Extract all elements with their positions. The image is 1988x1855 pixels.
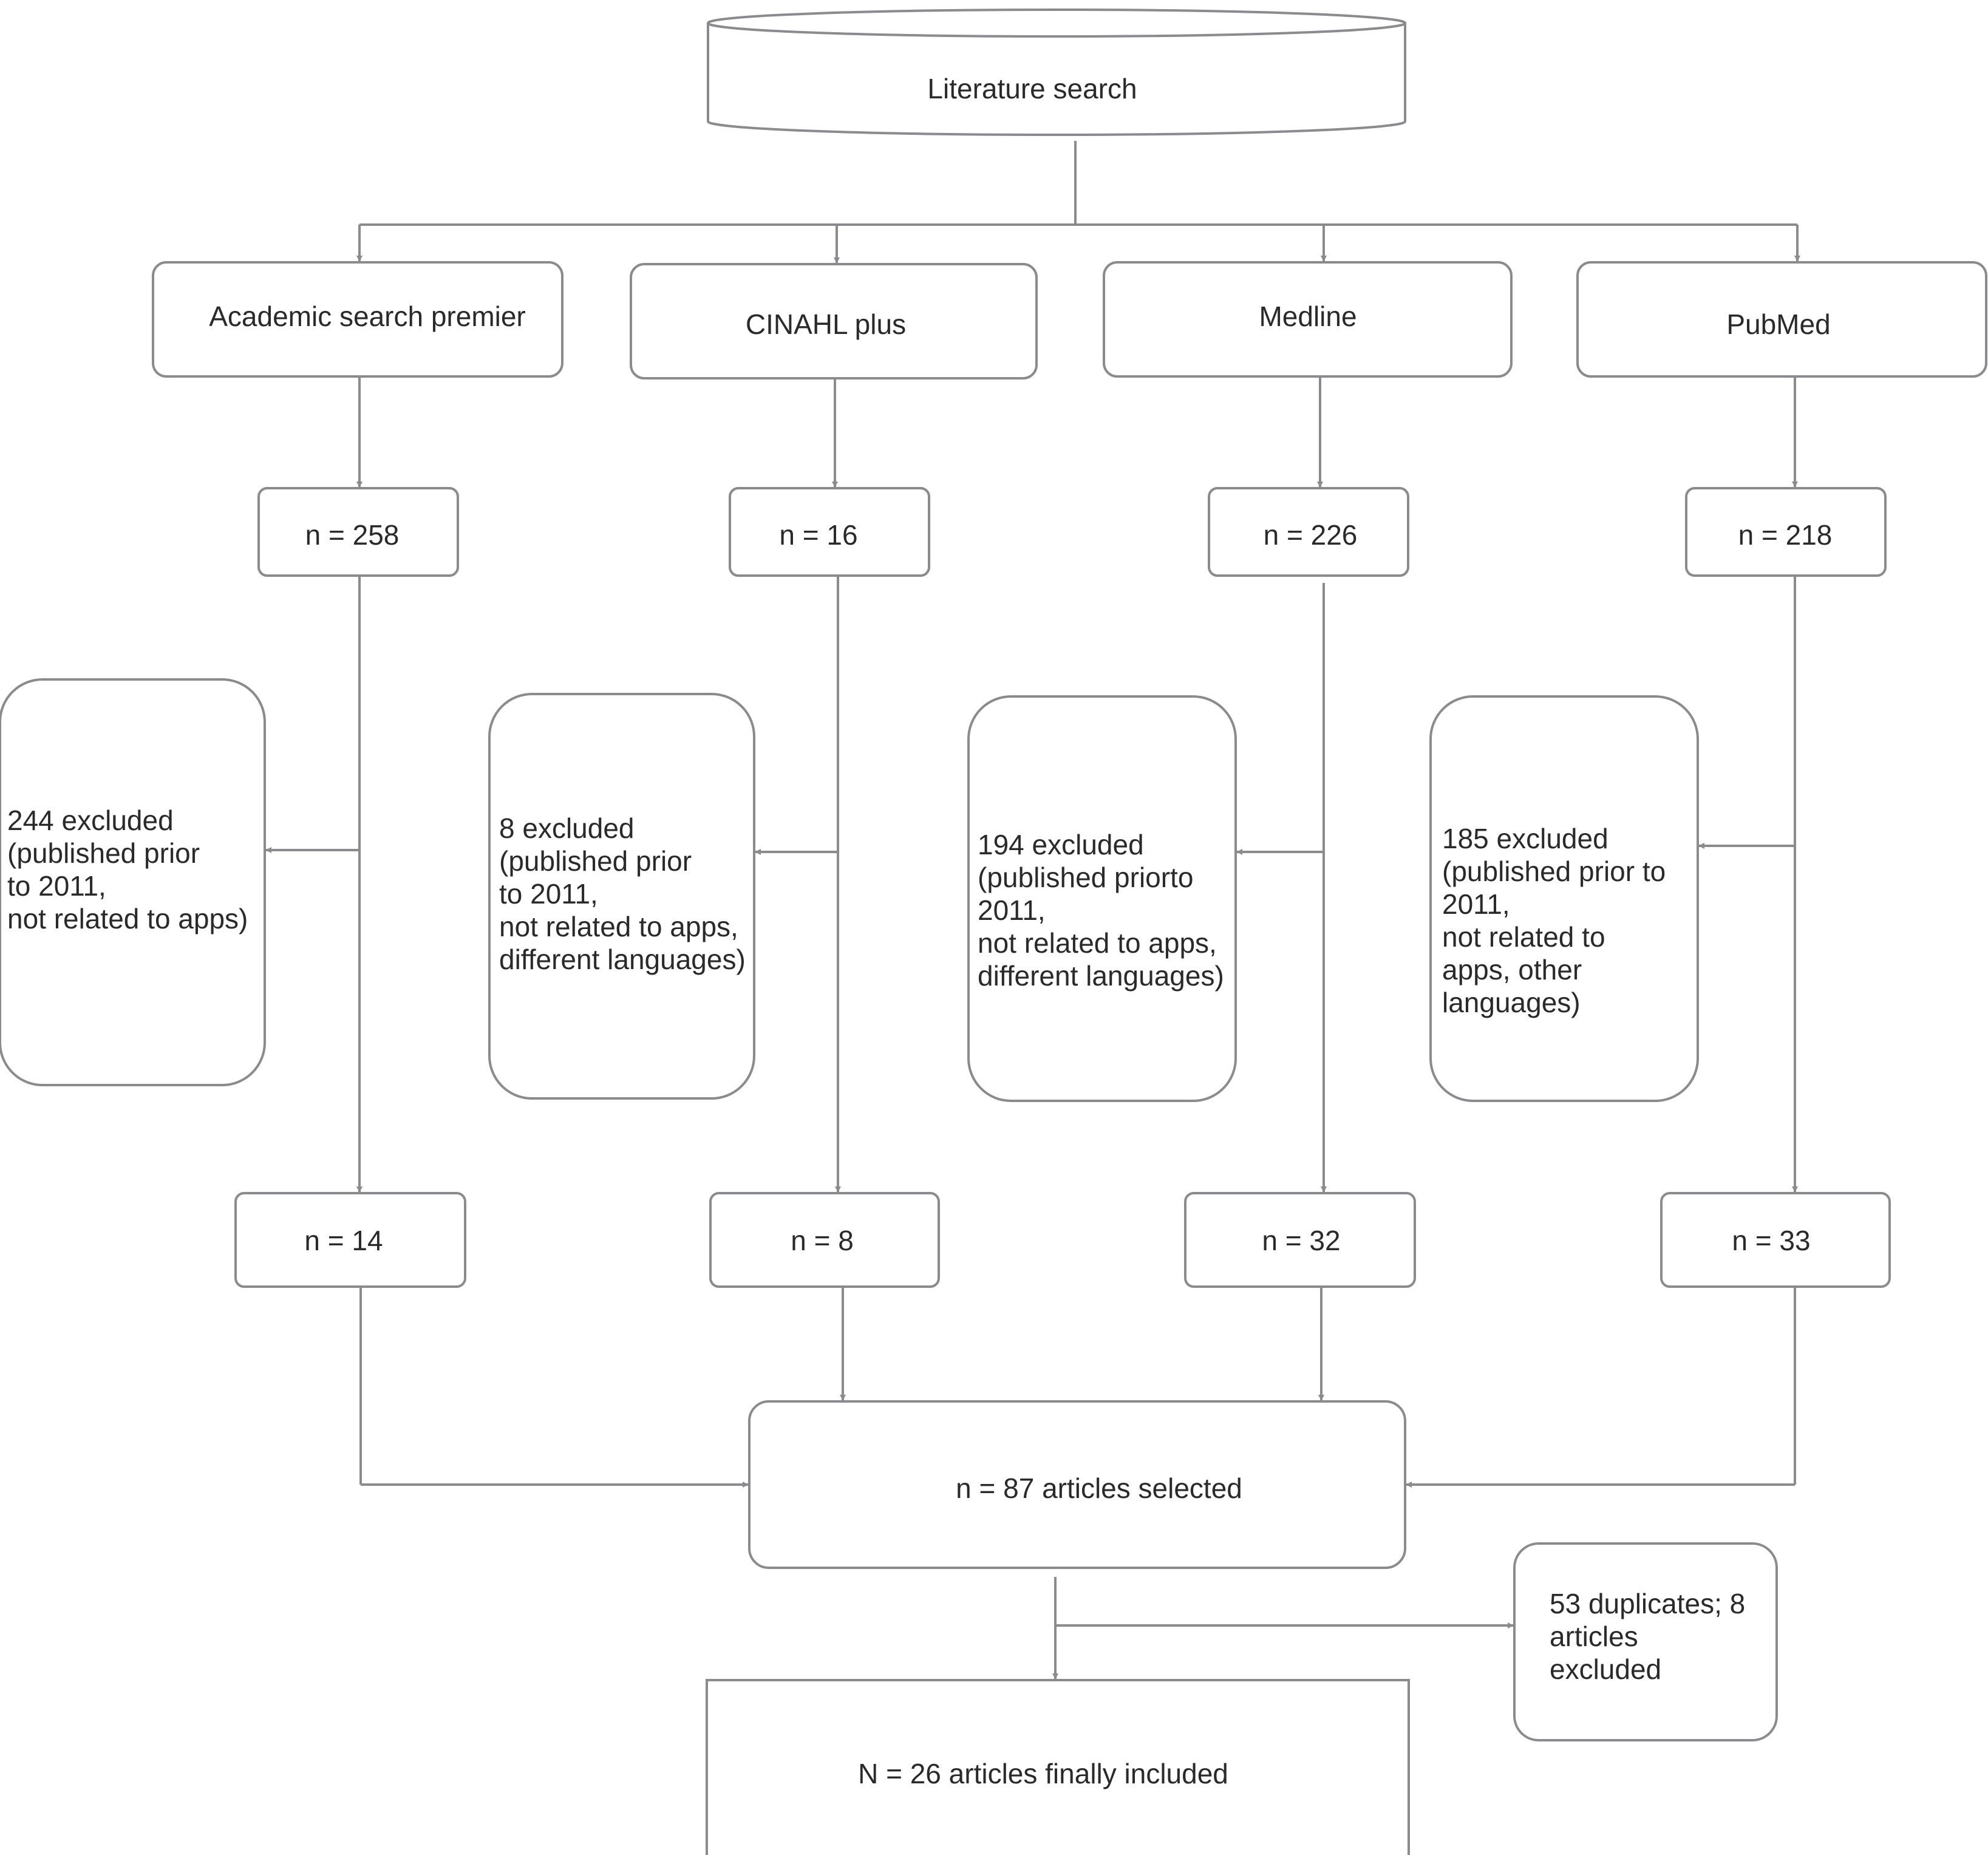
excluded-cinahl: 8 excluded (published prior to 2011, not…	[488, 693, 755, 1100]
included-count-pubmed: n = 33	[1660, 1192, 1891, 1288]
database-name: CINAHL plus	[746, 308, 906, 340]
excluded-text: 185 excluded (published prior to 2011, n…	[1442, 823, 1673, 1018]
retrieved-count-medline: n = 226	[1208, 487, 1409, 577]
excluded-text: 194 excluded (published priorto 2011, no…	[978, 829, 1225, 992]
duplicates-excluded-node: 53 duplicates; 8 articles excluded	[1513, 1542, 1778, 1741]
retrieved-count-academic: n = 258	[257, 487, 459, 577]
database-cinahl-plus: CINAHL plus	[630, 263, 1038, 380]
final-included-node: N = 26 articles finally included	[706, 1679, 1410, 1855]
excluded-text: 8 excluded (published prior to 2011, not…	[499, 812, 746, 975]
retrieved-count-label: n = 16	[779, 519, 857, 551]
literature-search-node: Literature search	[707, 9, 1406, 136]
retrieved-count-cinahl: n = 16	[729, 487, 930, 577]
included-count-label: n = 32	[1262, 1225, 1340, 1256]
database-medline: Medline	[1103, 261, 1513, 378]
retrieved-count-label: n = 226	[1264, 519, 1358, 551]
database-name: Academic search premier	[209, 301, 526, 332]
connector-lines	[265, 141, 1800, 1680]
excluded-academic: 244 excluded (published prior to 2011, n…	[0, 678, 266, 1086]
database-academic-search-premier: Academic search premier	[152, 261, 563, 378]
articles-selected-label: n = 87 articles selected	[956, 1472, 1242, 1504]
included-count-label: n = 14	[304, 1225, 383, 1256]
included-count-label: n = 33	[1732, 1225, 1810, 1256]
duplicates-text: 53 duplicates; 8 articles excluded	[1550, 1588, 1753, 1685]
excluded-medline: 194 excluded (published priorto 2011, no…	[967, 695, 1237, 1102]
retrieved-count-label: n = 258	[305, 519, 400, 551]
included-count-cinahl: n = 8	[709, 1192, 940, 1288]
final-included-label: N = 26 articles finally included	[858, 1758, 1228, 1789]
articles-selected-node: n = 87 articles selected	[748, 1400, 1406, 1569]
included-count-label: n = 8	[791, 1225, 854, 1256]
included-count-academic: n = 14	[234, 1192, 466, 1288]
database-name: PubMed	[1726, 308, 1830, 340]
retrieved-count-label: n = 218	[1738, 519, 1833, 551]
literature-search-label: Literature search	[927, 73, 1137, 104]
database-pubmed: PubMed	[1576, 261, 1987, 378]
retrieved-count-pubmed: n = 218	[1685, 487, 1887, 577]
included-count-medline: n = 32	[1184, 1192, 1416, 1288]
database-name: Medline	[1259, 301, 1357, 332]
excluded-pubmed: 185 excluded (published prior to 2011, n…	[1429, 695, 1699, 1102]
excluded-text: 244 excluded (published prior to 2011, n…	[7, 805, 248, 934]
